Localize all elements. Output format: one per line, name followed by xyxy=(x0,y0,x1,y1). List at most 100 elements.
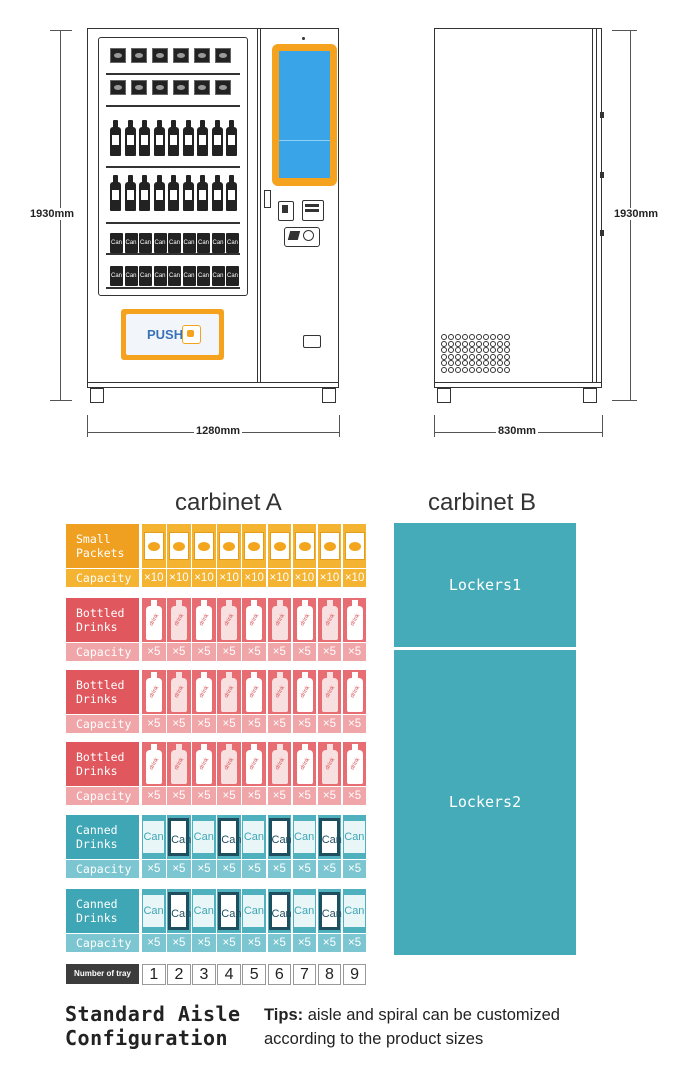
aisle-cell: Can xyxy=(317,815,342,859)
bottle-cap xyxy=(351,600,358,607)
vent-hole xyxy=(490,367,496,373)
aisle-cell xyxy=(217,524,241,568)
bottle-body xyxy=(271,606,288,640)
bottle-cap xyxy=(301,600,308,607)
capacity-label: Capacity xyxy=(66,643,139,661)
aisle-cell: drink xyxy=(267,598,292,642)
bottle-cap xyxy=(226,744,233,751)
aisle-cell: drink xyxy=(292,742,317,786)
aisle-cell: Can xyxy=(242,815,266,859)
bottle-icon: drink xyxy=(296,600,313,640)
can-icon: Can xyxy=(268,892,292,930)
vent-hole xyxy=(448,347,454,354)
bottle-icon: drink xyxy=(321,600,338,640)
aisle-cell xyxy=(242,524,266,568)
bottle-neck xyxy=(171,120,176,128)
capacity-value: ×5 xyxy=(267,643,292,661)
capacity-label: Capacity xyxy=(66,787,139,805)
capacity-value: ×5 xyxy=(142,643,166,661)
aisle-cell: drink xyxy=(242,598,266,642)
bottle-icon: drink xyxy=(271,600,288,640)
capacity-value: ×5 xyxy=(217,643,241,661)
vent-hole xyxy=(469,334,475,340)
aisle-cell: drink xyxy=(142,670,166,714)
bottle-label xyxy=(112,135,119,145)
bottle-icon: drink xyxy=(296,744,313,784)
bottle-label xyxy=(141,190,148,200)
capacity-value: ×5 xyxy=(267,787,292,805)
bottle-icon: drink xyxy=(221,600,238,640)
packet-logo xyxy=(348,542,361,551)
capacity-value: ×5 xyxy=(192,934,216,952)
capacity-value: ×5 xyxy=(242,934,266,952)
bottle-body xyxy=(196,606,213,640)
bottle-icon xyxy=(182,175,194,211)
dim-tick xyxy=(602,415,603,437)
can-icon: Can xyxy=(243,821,265,853)
can-icon: Can xyxy=(343,895,365,927)
vent-hole xyxy=(504,353,510,360)
aisle-cell: Can xyxy=(167,815,191,859)
row-header-line2: Drinks xyxy=(76,911,118,925)
row-header-line1: Canned xyxy=(76,823,118,837)
vent-hole xyxy=(441,347,447,354)
bottle-body xyxy=(171,606,188,640)
vent-hole xyxy=(490,340,496,347)
hinge xyxy=(600,172,604,178)
bottle-icon xyxy=(211,175,223,211)
vent-hole xyxy=(476,340,482,347)
card-reader-icon[interactable] xyxy=(284,227,320,247)
coin-acceptor-icon[interactable] xyxy=(278,201,294,221)
shelf xyxy=(106,105,240,107)
bottle-body xyxy=(346,750,363,784)
aisle-cell: drink xyxy=(167,742,191,786)
front-foot-left xyxy=(90,388,104,403)
bottle-icon xyxy=(168,175,179,211)
bottle-cap xyxy=(351,744,358,751)
bottle-icon: drink xyxy=(196,600,213,640)
shelf xyxy=(106,166,240,168)
side-slot xyxy=(264,190,271,208)
can-icon: Can xyxy=(226,233,239,253)
vent-hole xyxy=(455,353,461,360)
capacity-value: ×5 xyxy=(342,787,367,805)
bottle-neck xyxy=(214,175,220,183)
door-lock-icon[interactable] xyxy=(303,335,321,348)
vent-hole xyxy=(462,353,468,360)
vent-hole xyxy=(497,340,503,347)
side-height-label: 1930mm xyxy=(612,208,661,220)
vent-hole xyxy=(469,340,475,347)
bottle-label xyxy=(213,135,221,145)
bottle-cap xyxy=(226,600,233,607)
can-icon: Can xyxy=(226,266,239,286)
vent-hole xyxy=(455,340,461,347)
vent-hole xyxy=(476,367,482,373)
push-label: PUSH xyxy=(147,327,184,342)
capacity-value: ×10 xyxy=(342,569,367,587)
vent-hole xyxy=(490,347,496,354)
bottle-icon xyxy=(226,120,237,156)
capacity-value: ×5 xyxy=(342,643,367,661)
packet-icon xyxy=(169,532,190,560)
bill-acceptor-icon[interactable] xyxy=(302,200,324,221)
bottle-neck xyxy=(200,175,205,183)
bottle-label xyxy=(199,190,206,200)
locker-1: Lockers1 xyxy=(394,523,576,647)
capacity-value: ×10 xyxy=(142,569,166,587)
bottle-label xyxy=(141,135,148,145)
packet-logo xyxy=(223,542,236,551)
aisle-cell: drink xyxy=(217,598,241,642)
bottle-neck xyxy=(171,175,176,183)
door-split-2 xyxy=(260,28,261,383)
vent-hole xyxy=(462,360,468,367)
bottle-label xyxy=(170,135,177,145)
bottle-icon: drink xyxy=(246,672,263,712)
aisle-cell: drink xyxy=(242,670,266,714)
bottle-icon xyxy=(153,120,165,156)
capacity-value: ×5 xyxy=(292,860,317,878)
bottle-cap xyxy=(276,744,283,751)
packet-icon xyxy=(152,48,168,63)
can-icon: Can xyxy=(193,821,215,853)
